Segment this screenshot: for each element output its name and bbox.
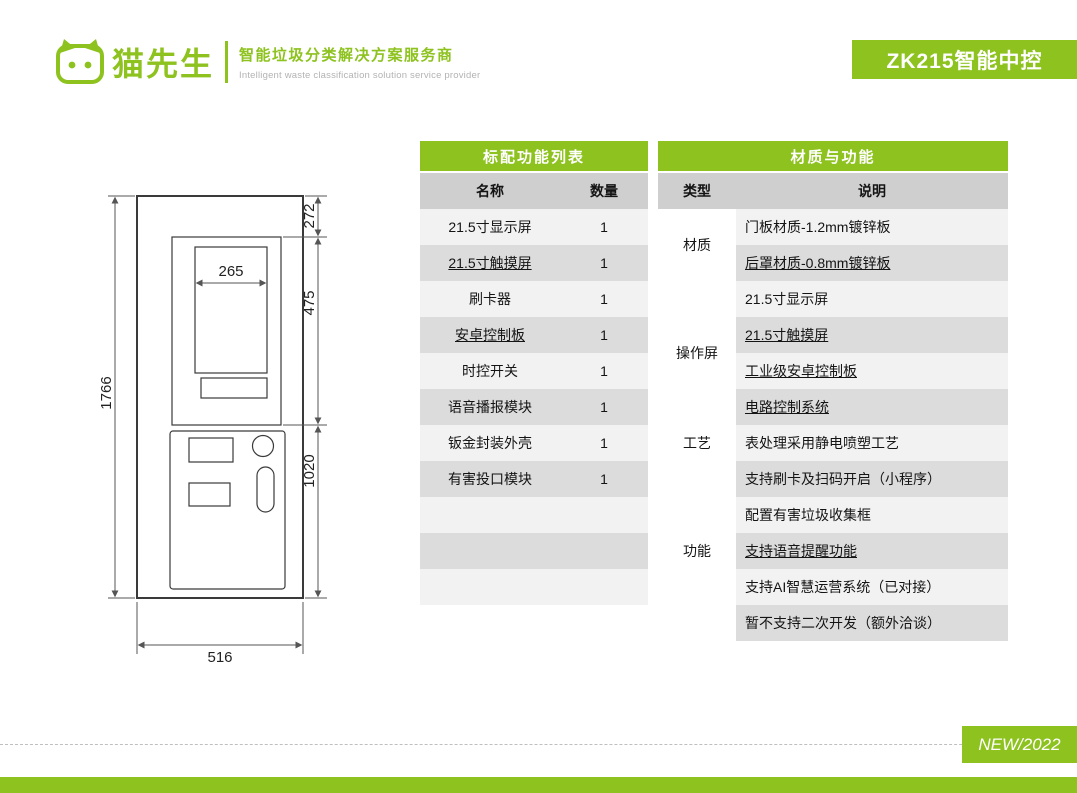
table-row: 操作屏 21.5寸显示屏 [658, 281, 1008, 425]
spec-desc: 工业级安卓控制板 [736, 353, 1008, 389]
left-table-title: 标配功能列表 [420, 141, 648, 171]
feature-name [420, 569, 560, 605]
table-row: 配置有害垃圾收集框 [658, 497, 1008, 533]
spec-desc: 21.5寸显示屏 [736, 281, 1008, 317]
type-cell-function: 功能 [658, 461, 736, 641]
standard-features-table: 名称 数量 21.5寸显示屏 1 21.5寸触摸屏 1 刷卡器 1 [420, 173, 648, 605]
spec-desc: 表处理采用静电喷塑工艺 [736, 425, 1008, 461]
dim-label-overall-width: 516 [207, 649, 232, 666]
feature-name: 刷卡器 [420, 281, 560, 317]
feature-name: 安卓控制板 [420, 317, 560, 353]
col-header-qty: 数量 [560, 173, 648, 209]
feature-qty: 1 [560, 389, 648, 425]
table-row: 电路控制系统 [658, 389, 1008, 425]
card-slot-1 [188, 437, 234, 463]
right-table-title: 材质与功能 [658, 141, 1008, 171]
spec-desc: 支持AI智慧运营系统（已对接） [736, 569, 1008, 605]
brand-name: 猫先生 [112, 46, 215, 82]
table-row: 材质 门板材质-1.2mm镀锌板 [658, 209, 1008, 281]
table-header-row: 类型 说明 [658, 173, 1008, 209]
tagline-chinese: 智能垃圾分类解决方案服务商 [239, 46, 454, 64]
brand-taglines: 智能垃圾分类解决方案服务商 Intelligent waste classifi… [239, 44, 480, 81]
feature-qty: 1 [560, 461, 648, 497]
feature-name: 有害投口模块 [420, 461, 560, 497]
table-row: 安卓控制板 1 [420, 317, 648, 353]
dim-label-screen-segment: 475 [301, 290, 318, 315]
feature-qty: 1 [560, 353, 648, 389]
new-year-badge: NEW/2022 [962, 726, 1077, 763]
dim-label-overall-height: 1766 [98, 376, 115, 409]
type-cell-screen: 操作屏 [658, 281, 736, 425]
col-header-desc: 说明 [736, 173, 1008, 209]
spec-desc: 电路控制系统 [736, 389, 1008, 425]
type-cell-material: 材质 [658, 209, 736, 281]
table-row: 21.5寸触摸屏 1 [420, 245, 648, 281]
feature-name [420, 497, 560, 533]
device-outline [136, 195, 304, 599]
spec-desc: 21.5寸触摸屏 [736, 317, 1008, 353]
vertical-slot [256, 466, 275, 513]
standard-features-section: 标配功能列表 名称 数量 21.5寸显示屏 1 21.5寸触摸屏 1 [420, 141, 648, 641]
material-function-section: 材质与功能 类型 说明 材质 门板材质-1.2mm镀锌板 后罩材质-0.8mm镀… [658, 141, 1008, 641]
spec-desc: 门板材质-1.2mm镀锌板 [736, 209, 1008, 245]
table-row: 工艺 表处理采用静电喷塑工艺 [658, 425, 1008, 461]
model-badge: ZK215智能中控 [852, 40, 1077, 79]
feature-qty [560, 497, 648, 533]
dim-label-bottom-segment: 1020 [301, 454, 318, 487]
footer-dashed-line [0, 744, 1077, 745]
logo-divider [225, 41, 229, 83]
spec-desc: 后罩材质-0.8mm镀锌板 [736, 245, 1008, 281]
spec-desc: 配置有害垃圾收集框 [736, 497, 1008, 533]
table-row [420, 497, 648, 533]
feature-name: 时控开关 [420, 353, 560, 389]
dim-label-top-segment: 272 [301, 203, 318, 228]
table-row: 时控开关 1 [420, 353, 648, 389]
table-row: 工业级安卓控制板 [658, 353, 1008, 389]
card-slot-2 [188, 482, 231, 507]
feature-qty: 1 [560, 209, 648, 245]
type-cell-craft: 工艺 [658, 425, 736, 461]
table-header-row: 名称 数量 [420, 173, 648, 209]
tagline-english: Intelligent waste classification solutio… [239, 69, 481, 81]
table-row: 刷卡器 1 [420, 281, 648, 317]
spec-desc: 支持刷卡及扫码开启（小程序） [736, 461, 1008, 497]
table-row [420, 533, 648, 569]
feature-qty: 1 [560, 245, 648, 281]
spec-desc: 暂不支持二次开发（额外洽谈） [736, 605, 1008, 641]
table-row: 21.5寸显示屏 1 [420, 209, 648, 245]
material-function-table: 类型 说明 材质 门板材质-1.2mm镀锌板 后罩材质-0.8mm镀锌板 操作屏… [658, 173, 1008, 641]
cat-logo-icon [56, 39, 104, 84]
feature-name: 21.5寸触摸屏 [420, 245, 560, 281]
table-row: 暂不支持二次开发（额外洽谈） [658, 605, 1008, 641]
dimension-lines [108, 195, 327, 654]
feature-name [420, 533, 560, 569]
feature-qty: 1 [560, 317, 648, 353]
table-row: 钣金封装外壳 1 [420, 425, 648, 461]
table-row: 后罩材质-0.8mm镀锌板 [658, 245, 1008, 281]
col-header-type: 类型 [658, 173, 736, 209]
feature-qty [560, 533, 648, 569]
button-circle [251, 434, 275, 458]
brand-logo: 猫先生 智能垃圾分类解决方案服务商 Intelligent waste clas… [54, 36, 480, 88]
feature-name: 21.5寸显示屏 [420, 209, 560, 245]
table-row: 语音播报模块 1 [420, 389, 648, 425]
feature-qty [560, 569, 648, 605]
table-row: 支持语音提醒功能 [658, 533, 1008, 569]
table-row [420, 569, 648, 605]
table-row: 21.5寸触摸屏 [658, 317, 1008, 353]
spec-tables: 标配功能列表 名称 数量 21.5寸显示屏 1 21.5寸触摸屏 1 [420, 141, 1008, 641]
feature-name: 语音播报模块 [420, 389, 560, 425]
bottom-green-bar [0, 777, 1077, 793]
dim-label-screen-width: 265 [218, 263, 243, 280]
table-row: 功能 支持刷卡及扫码开启（小程序） [658, 461, 1008, 641]
table-row: 有害投口模块 1 [420, 461, 648, 497]
feature-qty: 1 [560, 425, 648, 461]
feature-qty: 1 [560, 281, 648, 317]
device-front-view-drawing: 265 272 475 1020 1766 516 [98, 195, 327, 666]
table-row: 支持AI智慧运营系统（已对接） [658, 569, 1008, 605]
col-header-name: 名称 [420, 173, 560, 209]
feature-name: 钣金封装外壳 [420, 425, 560, 461]
spec-desc: 支持语音提醒功能 [736, 533, 1008, 569]
